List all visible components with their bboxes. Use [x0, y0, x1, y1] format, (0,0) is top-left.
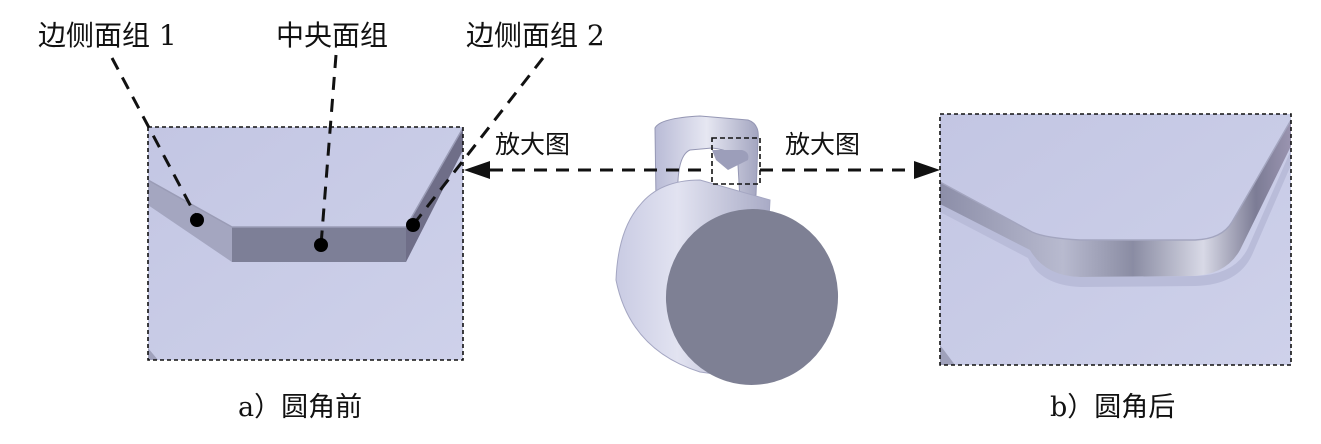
- part-model: [615, 115, 839, 385]
- arrow-right-head: [914, 161, 940, 179]
- caption-before: a）圆角前: [238, 392, 363, 423]
- marker-side-1: [190, 213, 204, 227]
- side-face-1: [148, 180, 232, 262]
- after-panel-border: [939, 113, 1292, 366]
- side-face-2: [406, 128, 463, 262]
- label-side-group-1: 边侧面组 1: [38, 19, 177, 52]
- label-zoom-right: 放大图: [785, 130, 861, 159]
- before-fillet-panel: [148, 127, 463, 360]
- label-side-group-2: 边侧面组 2: [466, 19, 605, 52]
- label-zoom-left: 放大图: [495, 130, 571, 159]
- arrow-left-head: [464, 161, 490, 179]
- caption-after: b）圆角后: [1050, 392, 1176, 423]
- magnify-box: [711, 137, 761, 185]
- zoom-arrows: [464, 161, 940, 179]
- leader-side-1: [110, 57, 199, 219]
- leader-lines: [110, 54, 545, 246]
- leader-center: [319, 54, 338, 246]
- after-fillet-panel: [940, 114, 1291, 365]
- marker-center: [314, 238, 328, 252]
- filleted-face: [940, 120, 1291, 277]
- before-panel-border: [147, 126, 464, 361]
- label-center-group: 中央面组: [276, 19, 389, 52]
- leader-side-2: [411, 57, 545, 226]
- marker-side-2: [406, 218, 420, 232]
